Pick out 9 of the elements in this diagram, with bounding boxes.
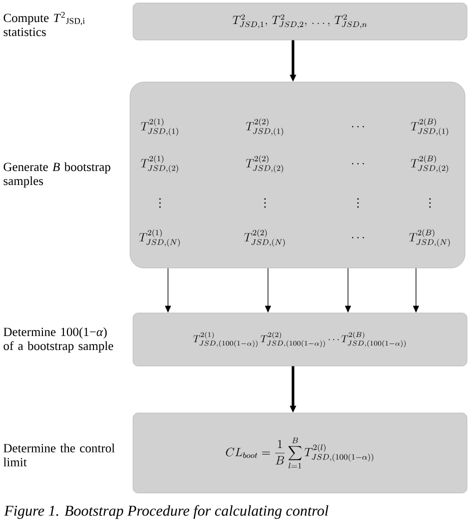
step-label: Determine 100(1−α) of a bootstrap sample: [4, 327, 114, 353]
step-label: Compute T$^{2}$JSD,i statistics: [4, 12, 85, 36]
quantile-box: $T^{2(1)}_{JSD,(100(1-\alpha))}\, T^{2(2)}_{JSD,(100(1-\alpha))} \cdots T^{2(B)}_{JSD,(100(1-\alpha))}$: [132, 312, 468, 366]
statistics-box: $T^{2}_{JSD,1},\, T^{2}_{JSD,2},\, \dots,\, T^{2}_{JSD,n}$: [132, 2, 468, 40]
caption: Figure 1. Bootstrap Procedure for calculating control: [4, 505, 328, 519]
formula-box: $CL_{boot} = \frac{1}{B}\sum_{l=1}^{B} T^{2(l)}_{JSD,(100(1-\alpha))}$: [132, 412, 468, 494]
step-label: Generate B bootstrap samples: [4, 162, 110, 188]
step-label: Determine the control limit: [3, 444, 115, 466]
matrix-box: $T^{2(1)}_{JSD,(1)}$ $T^{2(2)}_{JSD,(1)}$ $\cdots$ $T^{2(B)}_{JSD,(1)}$ $T^{2(1)}_{JSD,(2)}$ $T^{2(2)}_{JSD,(2)}$ $\cdots$ $T^{2(B)}_{JSD,(2)}$ $\vdots$ $\vdots$ $\vdots$ $\vdots$ $T^{2(1)}_{JSD,(N)}$ $T^{2(2)}_{JSD,(N)}$ $\cdots$ $T^{2(B)}_{JSD,(N)}$: [130, 82, 466, 268]
